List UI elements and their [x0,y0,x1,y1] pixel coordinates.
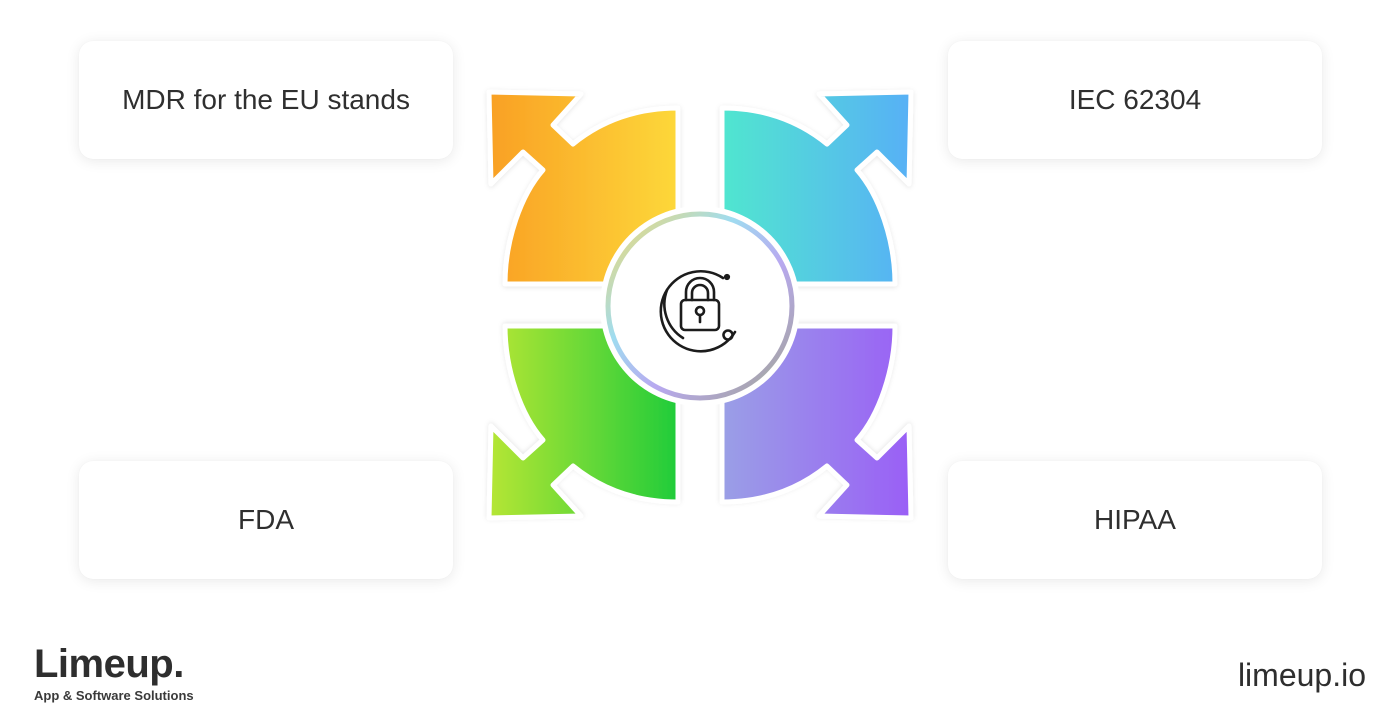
card-mdr-eu-label: MDR for the EU stands [122,84,410,115]
card-iec-62304: IEC 62304 [948,41,1322,159]
brand-tagline: App & Software Solutions [34,688,194,703]
brand-logo[interactable]: Limeup. App & Software Solutions [34,642,194,703]
card-fda-label: FDA [238,504,294,535]
padlock-icon [659,270,737,353]
compliance-arrow-diagram [465,70,935,540]
card-mdr-eu: MDR for the EU stands [79,41,453,159]
card-fda: FDA [79,461,453,579]
card-hipaa-label: HIPAA [1094,504,1176,535]
card-hipaa: HIPAA [948,461,1322,579]
brand-name: Limeup. [34,642,184,686]
site-link[interactable]: limeup.io [1237,657,1366,693]
card-iec-62304-label: IEC 62304 [1068,84,1202,115]
